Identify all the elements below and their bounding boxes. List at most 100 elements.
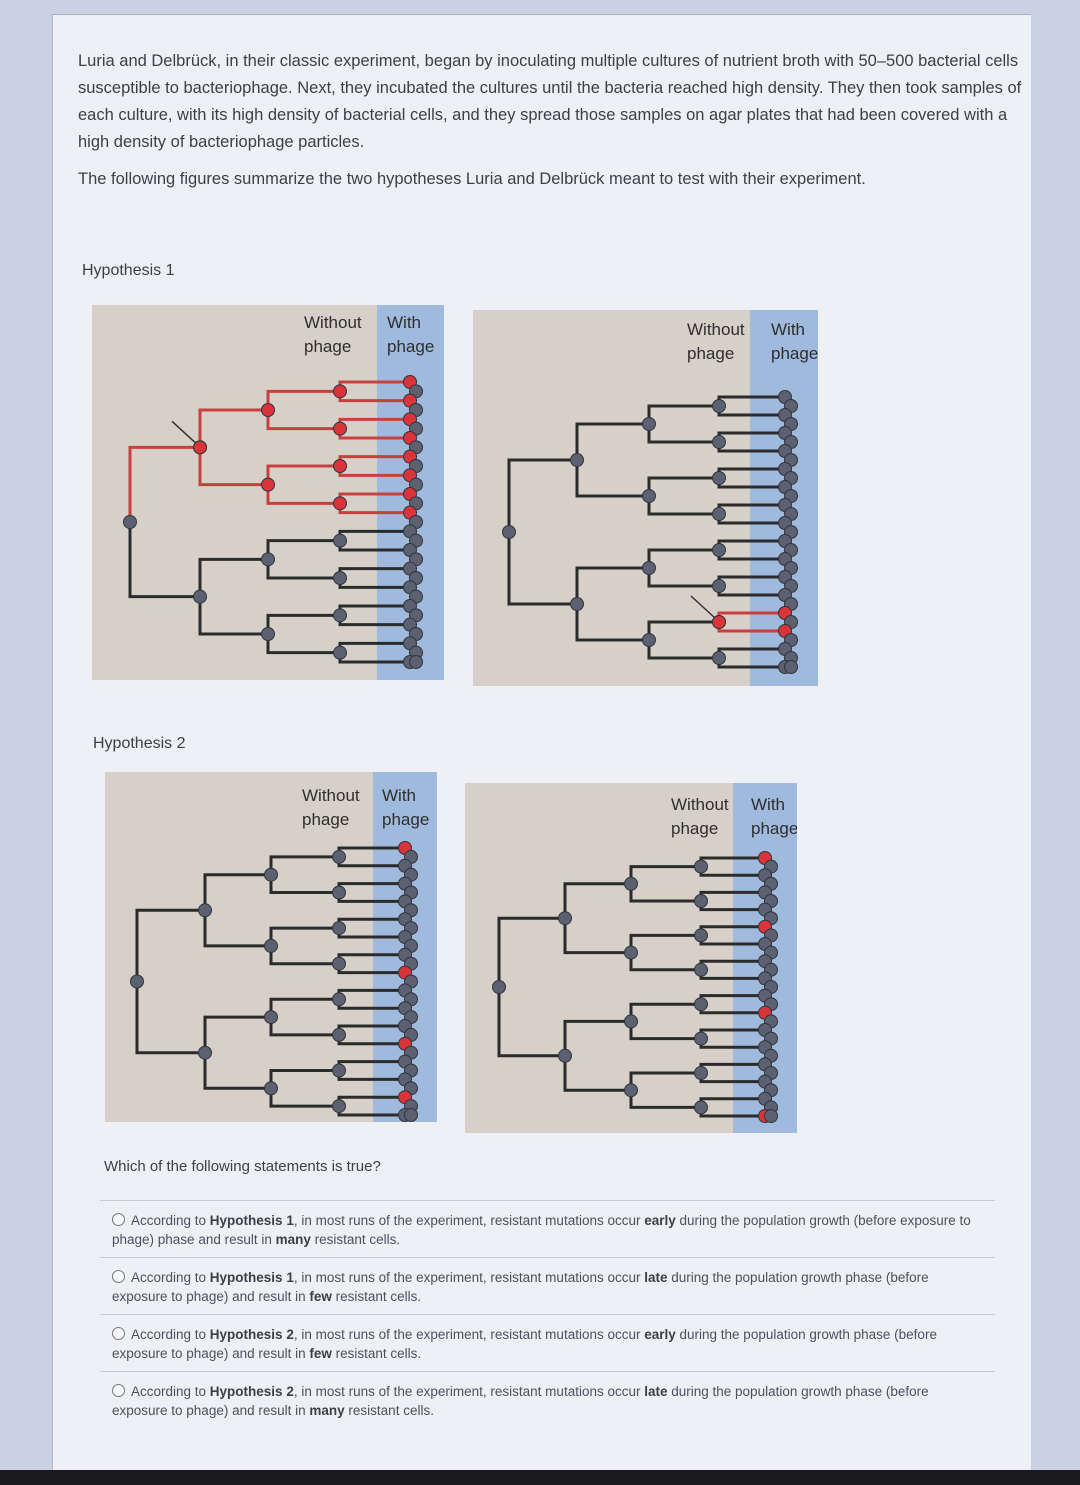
lineage-tree <box>130 841 418 1122</box>
lineage-branch <box>338 466 410 477</box>
lineage-branch <box>337 1095 405 1107</box>
lineage-branch <box>337 846 405 857</box>
lineage-branch <box>629 933 701 953</box>
lineage-branch <box>647 496 719 516</box>
mutation-site <box>193 440 207 455</box>
lineage-branch <box>135 981 205 1055</box>
lineage-branch <box>647 568 719 588</box>
dividing-cell <box>333 645 347 660</box>
hypothesis-2-label: Hypothesis 2 <box>93 735 186 752</box>
lineage-branch <box>575 566 649 604</box>
lineage-branch <box>337 1060 405 1071</box>
lineage-branch <box>266 410 340 431</box>
dividing-cell <box>624 1083 638 1098</box>
lineage-branch <box>717 658 785 669</box>
lineage-branch <box>337 928 405 939</box>
lineage-tree <box>123 375 423 669</box>
ancestor-cell <box>492 980 506 994</box>
lineage-branch <box>647 620 719 640</box>
dividing-cell <box>332 921 346 936</box>
dividing-cell <box>694 1100 708 1115</box>
radio-button[interactable] <box>112 1384 125 1397</box>
lineage-branch <box>699 925 765 936</box>
dividing-cell <box>694 962 708 977</box>
dividing-cell <box>694 859 708 874</box>
lineage-branch <box>647 476 719 496</box>
mutation-arrow <box>171 420 197 444</box>
dividing-cell <box>570 597 584 611</box>
lineage-branch <box>269 1017 339 1037</box>
dividing-cell <box>694 1066 708 1080</box>
dividing-cell <box>264 938 278 953</box>
dividing-cell <box>261 627 275 641</box>
lineage-branch <box>266 539 340 560</box>
question-sheet <box>52 14 1031 1477</box>
lineage-branch <box>629 1021 701 1041</box>
answer-option-3[interactable]: According to Hypothesis 2, in most runs … <box>100 1314 995 1371</box>
answer-option-1[interactable]: According to Hypothesis 1, in most runs … <box>100 1200 995 1257</box>
lineage-branch <box>575 422 649 460</box>
lineage-branch <box>717 503 785 514</box>
lineage-branch <box>337 1024 405 1035</box>
mutation-site <box>712 615 726 629</box>
lineage-branch <box>497 987 565 1058</box>
lineage-tree <box>492 851 778 1123</box>
intro-paragraph-1: Luria and Delbrück, in their classic exp… <box>78 52 1022 151</box>
lineage-branch <box>699 890 765 901</box>
hypothesis-1-label: Hypothesis 1 <box>82 262 175 279</box>
lineage-branch <box>699 1062 765 1073</box>
radio-button[interactable] <box>112 1327 125 1340</box>
lineage-branch <box>337 953 405 964</box>
dividing-cell <box>333 459 347 473</box>
dividing-cell <box>694 997 708 1012</box>
lineage-branch <box>717 467 785 478</box>
answer-option-4[interactable]: According to Hypothesis 2, in most runs … <box>100 1371 995 1428</box>
susceptible-cell <box>784 660 798 674</box>
dividing-cell <box>198 903 212 918</box>
lineage-branch <box>266 484 340 505</box>
dividing-cell <box>333 608 347 623</box>
lineage-branch <box>269 945 339 966</box>
radio-button[interactable] <box>112 1213 125 1226</box>
lineage-branch <box>575 604 649 642</box>
lineage-branch <box>338 503 410 515</box>
lineage-branch <box>629 1071 701 1091</box>
dividing-cell <box>558 1048 572 1063</box>
lineage-branch <box>717 550 785 561</box>
dividing-cell <box>261 552 275 567</box>
lineage-branch <box>563 918 631 955</box>
radio-button[interactable] <box>112 1270 125 1283</box>
lineage-branch <box>629 865 701 884</box>
lineage-branch <box>717 539 785 550</box>
dividing-cell <box>558 911 572 926</box>
lineage-branch <box>575 460 649 498</box>
lineage-branch <box>699 866 765 877</box>
lineage-branch <box>699 856 765 867</box>
lineage-branch <box>337 1106 405 1117</box>
dividing-cell <box>332 885 346 900</box>
lineage-branch <box>699 935 765 946</box>
dividing-cell <box>261 477 275 492</box>
lineage-branch <box>266 389 340 410</box>
lineage-branch <box>699 1028 765 1039</box>
answer-options: According to Hypothesis 1, in most runs … <box>100 1200 995 1428</box>
dividing-cell <box>624 876 638 891</box>
dividing-cell <box>712 471 726 485</box>
lineage-branch <box>717 478 785 489</box>
answer-option-2[interactable]: According to Hypothesis 1, in most runs … <box>100 1257 995 1314</box>
lineage-branch <box>647 424 719 444</box>
lineage-branch <box>338 529 410 541</box>
susceptible-cell <box>404 1108 418 1122</box>
lineage-branch <box>198 596 268 636</box>
dividing-cell <box>712 507 726 521</box>
dividing-cell <box>712 543 726 557</box>
dividing-cell <box>642 633 656 647</box>
